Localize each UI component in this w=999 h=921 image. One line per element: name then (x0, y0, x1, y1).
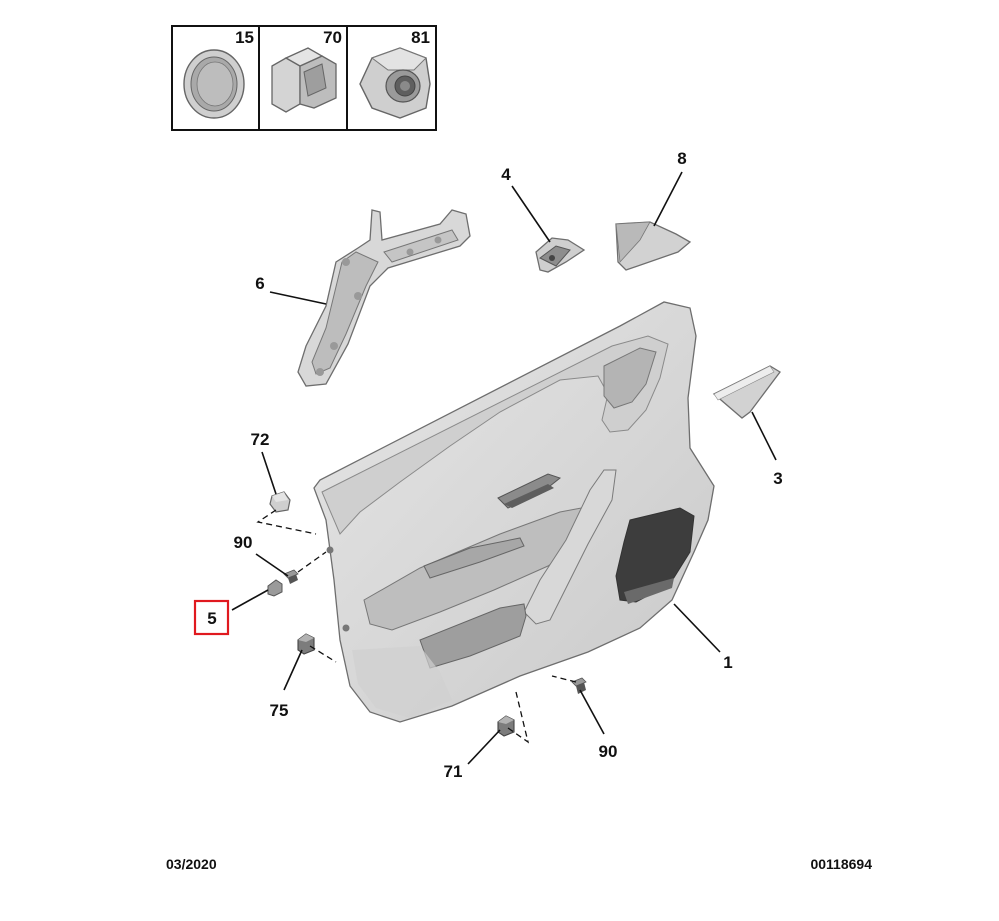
part-72-clip[interactable] (269, 491, 291, 513)
part-90-screw-lower[interactable] (571, 677, 587, 694)
part-3-trim-strip[interactable] (712, 365, 781, 419)
part-8-mirror-corner-trim[interactable] (615, 221, 692, 271)
part-6-handle-bracket[interactable] (297, 209, 471, 387)
leader-lines (231, 171, 777, 765)
inset-number-15: 15 (235, 28, 254, 47)
inset-number-70: 70 (323, 28, 342, 47)
inset-cell-70[interactable]: 70 (271, 28, 342, 113)
callout-1[interactable]: 1 (723, 653, 732, 672)
callout-4[interactable]: 4 (501, 165, 511, 184)
callout-72[interactable]: 72 (251, 430, 270, 449)
part-90-screw-upper[interactable] (283, 569, 299, 584)
inset-cell-81[interactable]: 81 (359, 28, 431, 119)
clip-icon (271, 47, 337, 113)
highlighted-callout-5[interactable]: 5 (193, 599, 230, 636)
inset-cell-15[interactable]: 15 (183, 28, 254, 119)
grommet-icon (183, 49, 245, 119)
callout-labels: 6 4 8 3 1 72 90 75 71 90 5 (193, 149, 783, 781)
parts-inset: 15 70 81 (171, 25, 437, 131)
part-71-clip[interactable] (497, 715, 515, 737)
part-4-small-bracket[interactable] (535, 237, 586, 273)
callout-90-upper[interactable]: 90 (234, 533, 253, 552)
part-5-plug[interactable] (267, 579, 283, 597)
highlight-box (193, 599, 230, 636)
callout-71[interactable]: 71 (444, 762, 463, 781)
callout-5: 5 (207, 609, 216, 628)
callout-3[interactable]: 3 (773, 469, 782, 488)
part-1-door-trim-panel[interactable] (313, 301, 715, 723)
part-75-clip[interactable] (297, 633, 315, 655)
callout-75[interactable]: 75 (270, 701, 289, 720)
callout-8[interactable]: 8 (677, 149, 686, 168)
callout-90-lower[interactable]: 90 (599, 742, 618, 761)
footer-reference: 00118694 (810, 856, 872, 872)
nut-icon (359, 47, 431, 119)
callout-6[interactable]: 6 (255, 274, 264, 293)
footer-date: 03/2020 (166, 856, 217, 872)
inset-number-81: 81 (411, 28, 430, 47)
